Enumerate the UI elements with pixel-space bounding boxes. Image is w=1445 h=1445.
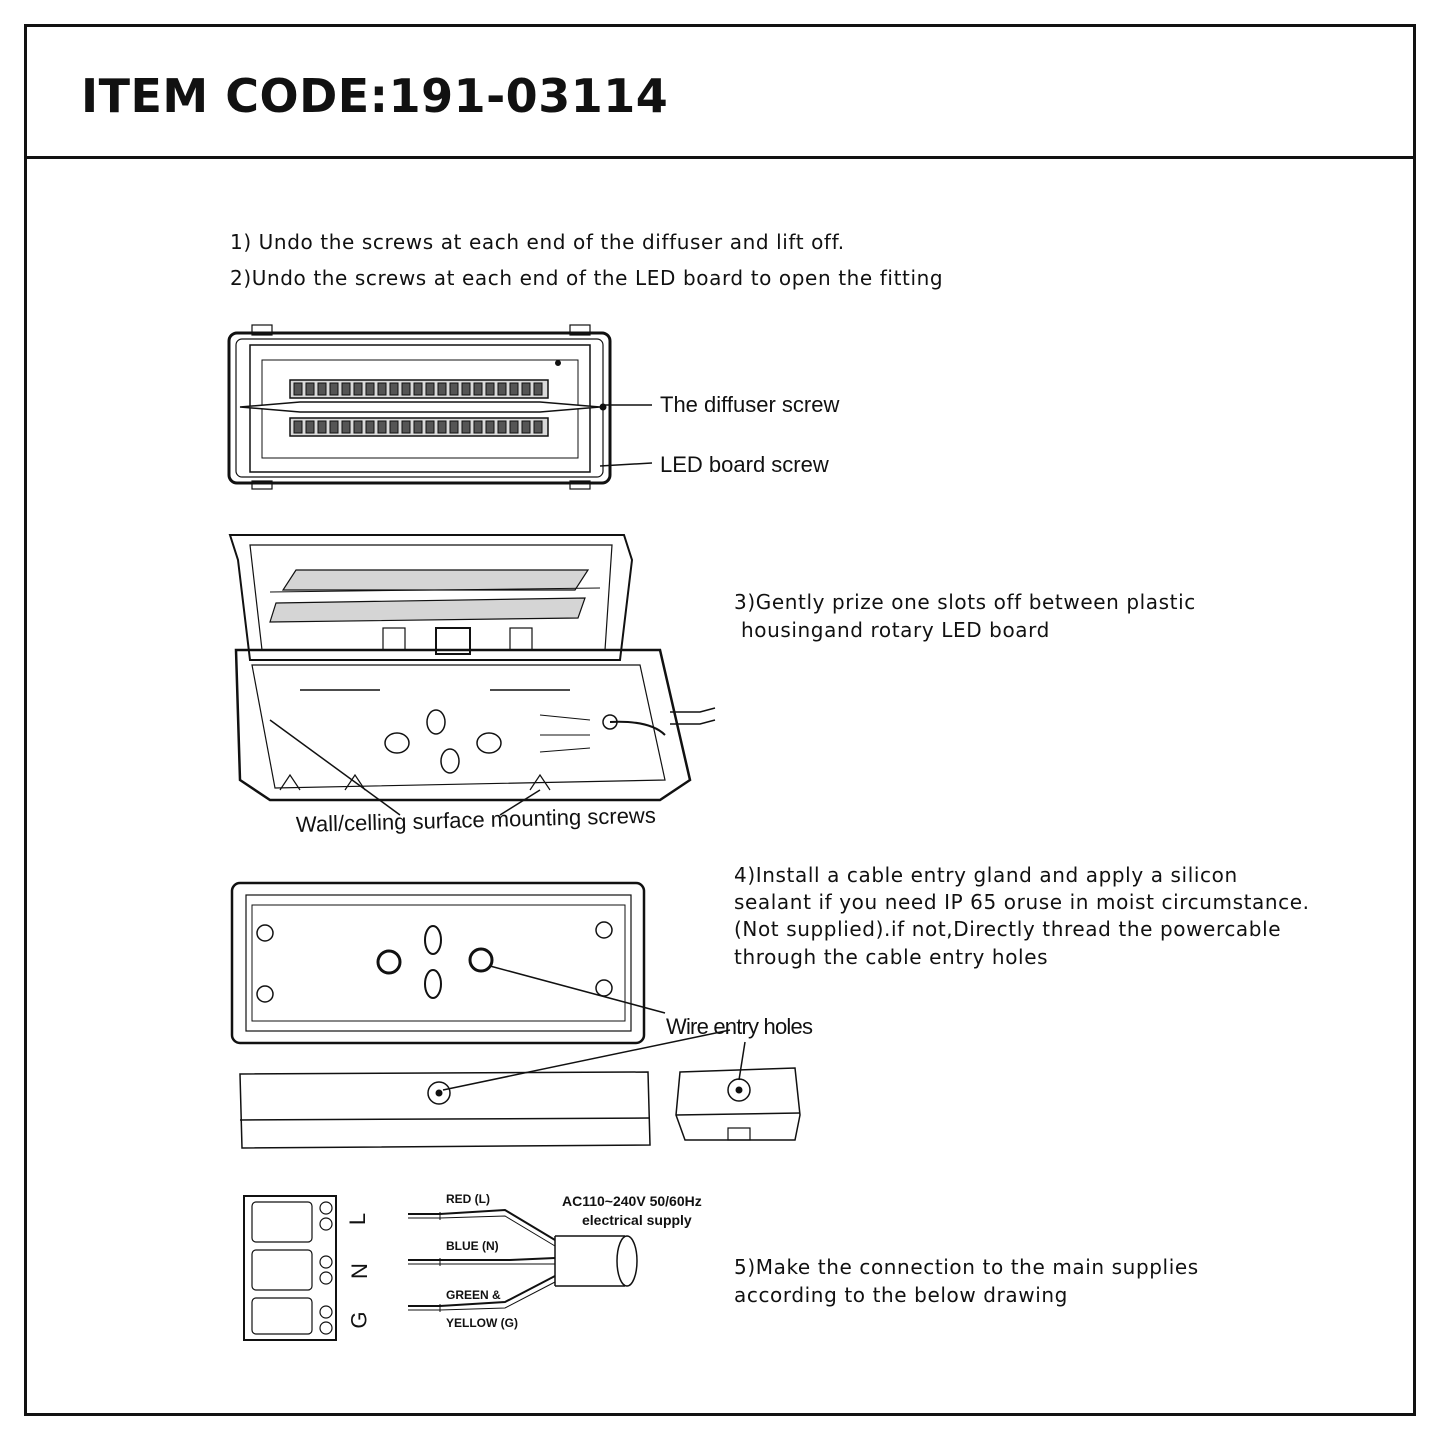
step-4-line-4: through the cable entry holes <box>734 945 1049 969</box>
step-5-line-1: 5)Make the connection to the main suppli… <box>734 1255 1199 1279</box>
led-row-top <box>293 382 543 396</box>
item-code: ITEM CODE:191-03114 <box>81 69 669 123</box>
wire-green-label-2: YELLOW (G) <box>446 1316 518 1330</box>
step-3-line-2: housingand rotary LED board <box>734 618 1050 642</box>
label-led-board-screw: LED board screw <box>660 452 829 477</box>
figure-back-plate <box>230 881 666 1045</box>
step-3-line-1: 3)Gently prize one slots off between pla… <box>734 590 1196 614</box>
header: ITEM CODE:191-03114 <box>27 27 1413 159</box>
figure-side-views <box>239 1029 801 1149</box>
wire-red-label: RED (L) <box>446 1192 490 1206</box>
wire-green-label-1: GREEN & <box>446 1288 501 1302</box>
step-1-text: 1) Undo the screws at each end of the di… <box>230 230 845 254</box>
led-row-bottom <box>293 420 543 434</box>
step-5-line-2: according to the below drawing <box>734 1283 1068 1307</box>
page-frame: ITEM CODE:191-03114 <box>24 24 1416 1416</box>
figure-open-fitting <box>228 534 716 816</box>
step-4-line-1: 4)Install a cable entry gland and apply … <box>734 863 1238 887</box>
step-4-line-2: sealant if you need IP 65 oruse in moist… <box>734 890 1310 914</box>
figure-top-view <box>227 324 653 490</box>
label-wire-entry-holes: Wire entry holes <box>666 1014 813 1039</box>
wire-blue-label: BLUE (N) <box>446 1239 499 1253</box>
supply-label-1: AC110~240V 50/60Hz <box>562 1193 702 1209</box>
step-2-text: 2)Undo the screws at each end of the LED… <box>230 266 944 290</box>
label-diffuser-screw: The diffuser screw <box>660 392 840 417</box>
supply-label-2: electrical supply <box>582 1212 692 1228</box>
figure-wiring <box>243 1195 638 1341</box>
step-4-line-3: (Not supplied).if not,Directly thread th… <box>734 917 1282 941</box>
